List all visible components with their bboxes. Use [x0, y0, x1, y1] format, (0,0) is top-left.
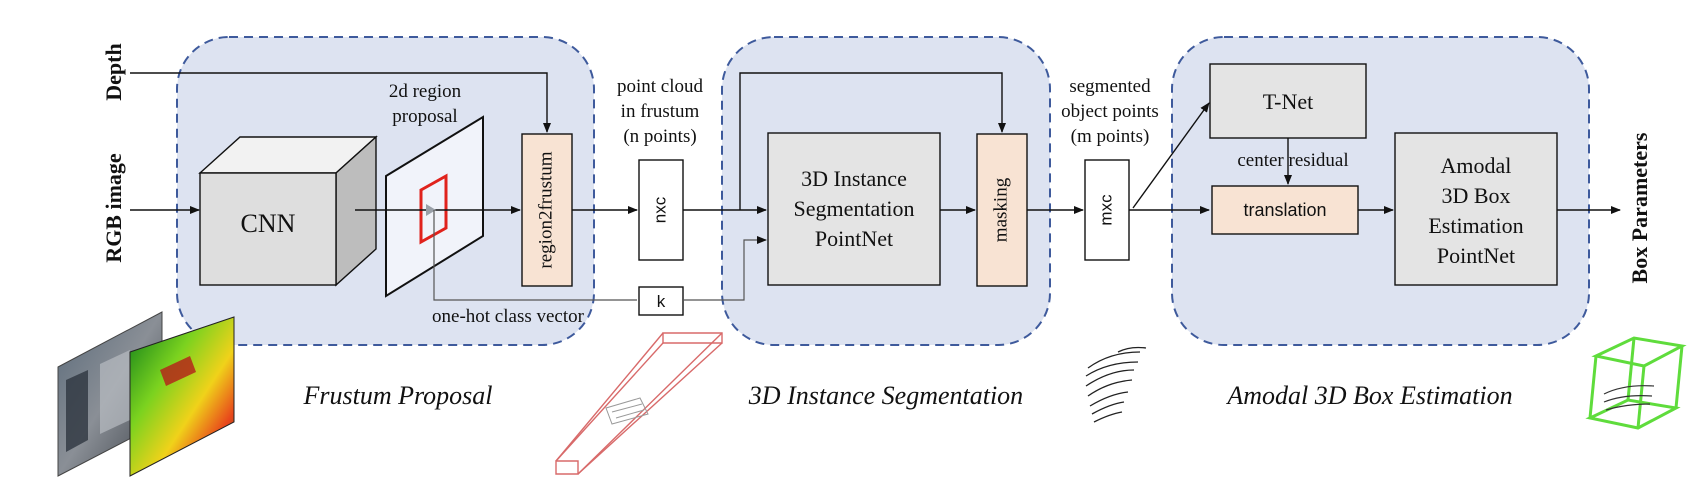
- segnet-label-3: PointNet: [815, 226, 893, 251]
- 3d-box-output-image: [1585, 336, 1687, 430]
- k-tensor: [638, 286, 684, 316]
- region-proposal-box: [419, 173, 448, 245]
- boxnet-label-2: 3D Box: [1441, 183, 1510, 208]
- cnn-block: [198, 135, 378, 287]
- rgb-depth-input-images: [57, 311, 235, 477]
- region2frustum-block: [521, 133, 573, 287]
- nxc-label: nxc: [650, 196, 669, 223]
- region2frustum-label: region2frustum: [535, 151, 556, 268]
- segnet-label-1: 3D Instance: [801, 166, 907, 191]
- region-proposal-label-1: 2d region: [389, 81, 462, 102]
- center-residual-label: center residual: [1237, 150, 1348, 171]
- boxnet-label-1: Amodal: [1441, 153, 1512, 178]
- point-cloud-label-3: (n points): [623, 126, 696, 147]
- region-proposal-label-2: proposal: [392, 106, 457, 127]
- proposal-center-marker: [426, 204, 436, 216]
- nxc-to-masking-arrow: [739, 72, 1006, 210]
- box-stage-title: Amodal 3D Box Estimation: [1225, 381, 1512, 410]
- depth-arrow: [130, 72, 551, 133]
- point-cloud-label-2: in frustum: [621, 101, 700, 122]
- segmented-points-image: [1085, 346, 1147, 423]
- mxc-tensor: [1084, 159, 1130, 261]
- boxnet-label-3: Estimation: [1428, 213, 1523, 238]
- point-cloud-label-1: point cloud: [617, 76, 704, 97]
- k-to-segnet-arrow: [683, 236, 767, 301]
- segmented-label-3: (m points): [1071, 126, 1150, 147]
- region-proposal-plane: [385, 115, 484, 298]
- segnet-label-2: Segmentation: [794, 196, 915, 221]
- frustum-stage-title: Frustum Proposal: [303, 381, 493, 410]
- boxnet-label-4: PointNet: [1437, 243, 1515, 268]
- translation-label: translation: [1243, 200, 1326, 220]
- k-label: k: [657, 292, 666, 311]
- mxc-to-tnet-arrow: [1132, 102, 1210, 209]
- rgb-image-label: RGB image: [101, 153, 126, 263]
- tnet-label: T-Net: [1263, 89, 1314, 114]
- one-hot-path: [433, 210, 637, 301]
- segmentation-stage-title: 3D Instance Segmentation: [748, 381, 1023, 410]
- box-parameters-label: Box Parameters: [1627, 132, 1652, 283]
- mxc-label: mxc: [1096, 194, 1115, 226]
- masking-label: masking: [990, 177, 1011, 242]
- cnn-label: CNN: [241, 209, 296, 238]
- masking-block: [976, 133, 1028, 287]
- frustum-point-cloud-image: [555, 332, 723, 475]
- one-hot-label: one-hot class vector: [432, 306, 585, 327]
- segmented-label-2: object points: [1061, 101, 1159, 122]
- depth-label: Depth: [101, 43, 126, 100]
- box-pointnet-block: [1394, 132, 1558, 286]
- segmentation-pointnet-block: [767, 132, 941, 286]
- segmented-label-1: segmented: [1069, 76, 1151, 97]
